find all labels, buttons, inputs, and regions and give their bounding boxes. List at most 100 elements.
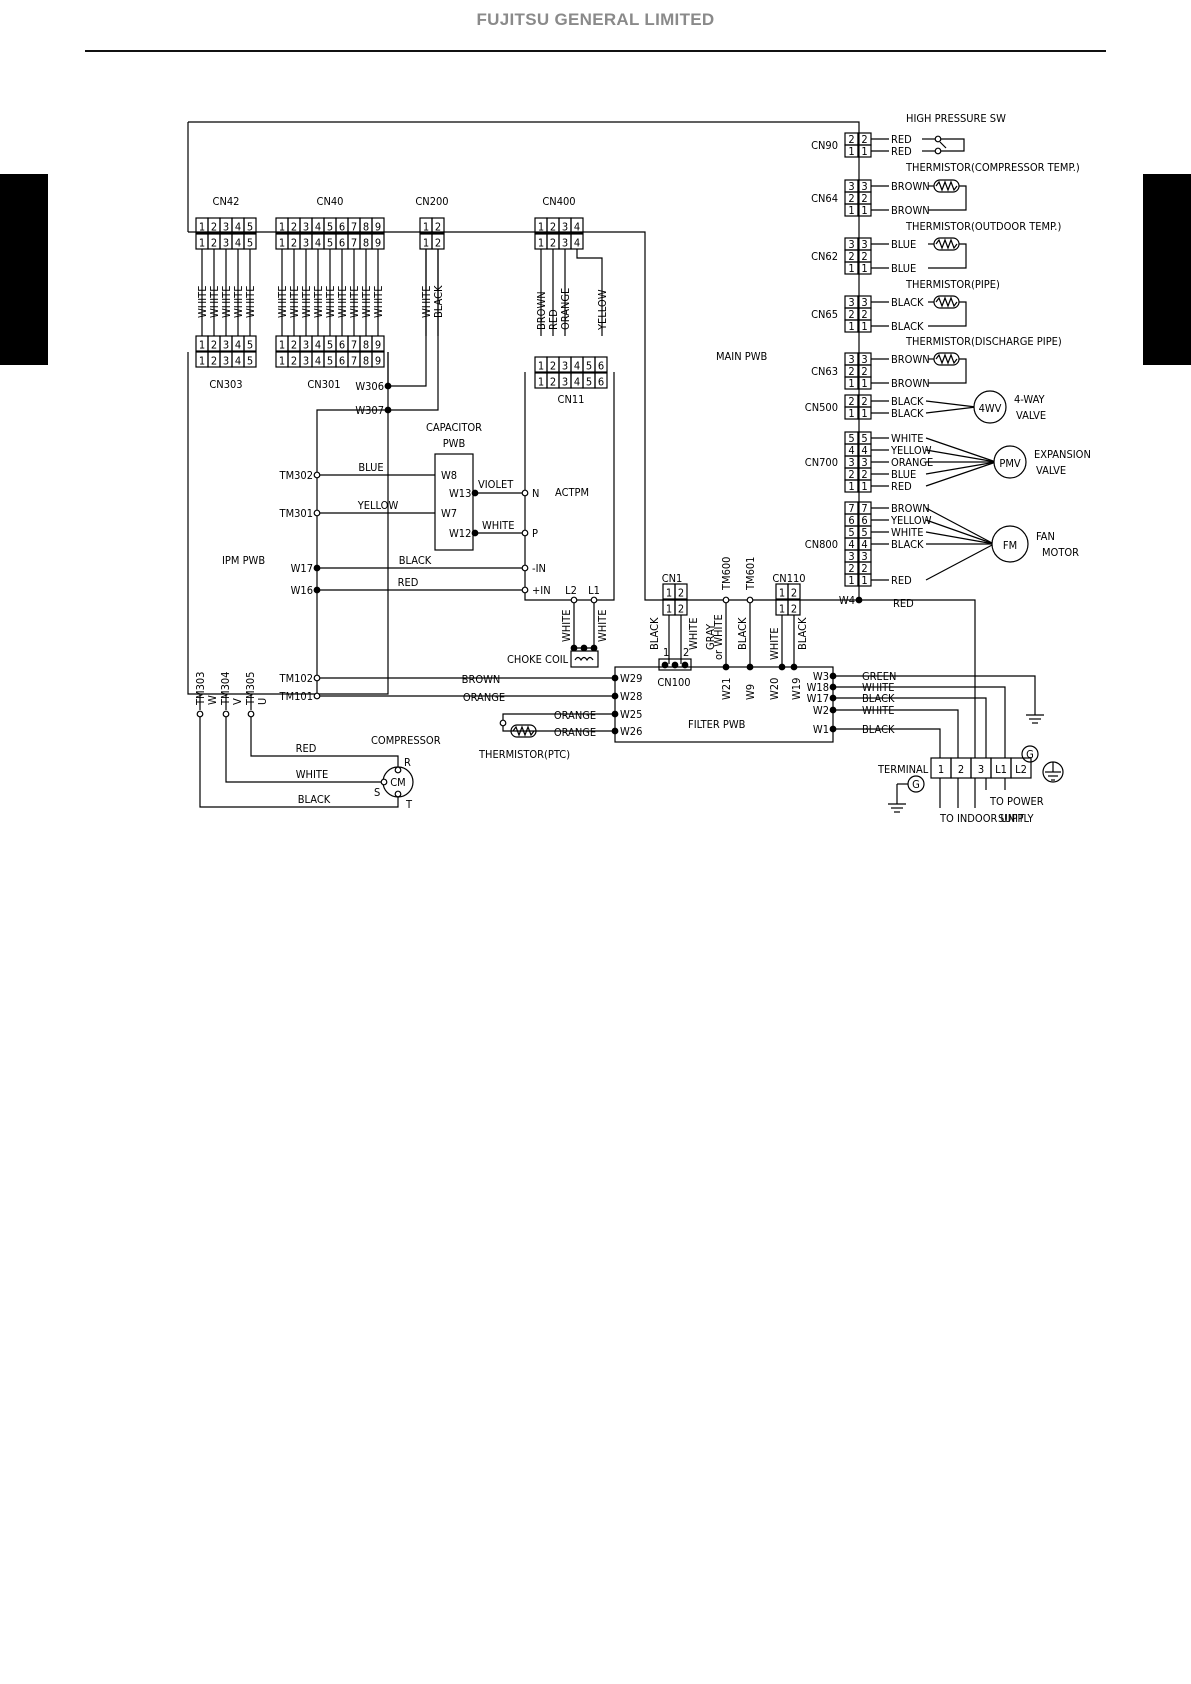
cn40-pin-6: 6 xyxy=(339,237,345,250)
cn301-pin-5: 5 xyxy=(327,355,333,368)
junction-dot xyxy=(829,725,837,733)
motor-symbol xyxy=(993,445,1027,479)
wire xyxy=(925,406,977,414)
terminal-ring xyxy=(394,790,402,798)
header-rule xyxy=(85,50,1106,52)
wire xyxy=(833,686,1006,758)
wire xyxy=(859,599,976,758)
cn40-pin-1: 1 xyxy=(279,221,285,234)
wire-label-cn40: WHITE xyxy=(324,286,337,318)
compressor-s-label: S xyxy=(374,786,380,799)
cn90-pin-1: 1 xyxy=(848,145,854,158)
pin-cell xyxy=(857,144,872,158)
wire-label-violet: VIOLET xyxy=(478,478,514,491)
junction-dot xyxy=(661,661,669,669)
cn42-pin-3: 3 xyxy=(223,237,229,250)
cn700-pin-3: 3 xyxy=(861,456,867,469)
capacitor-pwb-label: CAPACITOR xyxy=(426,421,482,434)
cn301-pin-6: 6 xyxy=(339,339,345,352)
wire-label-right: ORANGE xyxy=(891,456,933,469)
compressor-r-label: R xyxy=(404,756,411,769)
cn303-pin-3: 3 xyxy=(223,339,229,352)
terminal-ring xyxy=(222,710,230,718)
cn11-pin-5: 5 xyxy=(586,376,592,389)
right-section-tab xyxy=(1143,174,1191,365)
wire xyxy=(833,697,987,758)
junction-dot xyxy=(829,683,837,691)
wire xyxy=(833,709,959,758)
cn1-pin-1: 1 xyxy=(666,587,672,600)
terminal-w7: W7 xyxy=(441,507,457,520)
motor-label-fm: FM xyxy=(1003,539,1017,552)
pin-cell xyxy=(431,233,445,250)
cn301-pin-9: 9 xyxy=(375,355,381,368)
wire-label-cn42: WHITE xyxy=(232,286,245,318)
wire-label-right: BLACK xyxy=(891,296,924,309)
thermistor-body xyxy=(933,352,960,366)
cn100-pin: 2 xyxy=(683,646,689,659)
cn40-pin-8: 8 xyxy=(363,237,369,250)
pin-cell xyxy=(857,203,872,217)
terminal-ring xyxy=(380,778,388,786)
wire xyxy=(940,138,965,152)
cn301-pin-2: 2 xyxy=(291,355,297,368)
wire xyxy=(928,301,967,327)
cn62-pin-2: 2 xyxy=(848,250,854,263)
pin-cell xyxy=(857,479,872,493)
wire-label-cn40: WHITE xyxy=(312,286,325,318)
connector-cn42: CN42 xyxy=(213,195,240,208)
connector-cn90: CN90 xyxy=(811,139,838,152)
filter-terminal-w28: W28 xyxy=(620,690,642,703)
ipm-terminal-w: W xyxy=(206,695,219,705)
cn42-pin-1: 1 xyxy=(199,221,205,234)
cn65-pin-2: 2 xyxy=(848,308,854,321)
junction-dot xyxy=(746,663,754,671)
ipm-terminal-v: V xyxy=(231,698,244,705)
thermistor-symbol xyxy=(512,725,535,737)
cn303-pin-1: 1 xyxy=(199,355,205,368)
cn63-pin-1: 1 xyxy=(848,377,854,390)
wire-label-cn200: BLACK xyxy=(432,285,445,318)
terminal-n: N xyxy=(532,487,539,500)
terminal-ring xyxy=(521,529,529,537)
wire xyxy=(388,249,427,387)
cn65-pin-2: 2 xyxy=(861,308,867,321)
filter-terminal-w21: W21 xyxy=(720,678,733,700)
cn800-pin-4: 4 xyxy=(848,538,854,551)
ipm-terminal-label: TM302 xyxy=(279,469,313,482)
component-caption: MOTOR xyxy=(1042,546,1079,559)
cn63-pin-2: 2 xyxy=(861,365,867,378)
compressor-t-label: T xyxy=(405,798,413,811)
terminal-ring xyxy=(313,509,321,517)
terminal-p: P xyxy=(532,527,538,540)
terminal-block-label: TERMINAL xyxy=(877,763,929,776)
cn62-pin-1: 1 xyxy=(848,262,854,275)
wire-label-cn40: WHITE xyxy=(300,286,313,318)
wire-label-cn40: WHITE xyxy=(372,286,385,318)
page-header: FUJITSU GENERAL LIMITED xyxy=(476,10,715,29)
wire-label-cn40: WHITE xyxy=(276,286,289,318)
to-power-supply-label: TO POWER xyxy=(989,795,1044,808)
cn42-pin-3: 3 xyxy=(223,221,229,234)
wire-label-right: BLUE xyxy=(891,238,916,251)
wire xyxy=(939,141,947,149)
junction-dot xyxy=(384,406,392,414)
pin-cell xyxy=(594,372,608,389)
wire-label-right: BLACK xyxy=(891,538,924,551)
motor-label-pmv: PMV xyxy=(999,457,1021,470)
wire xyxy=(925,400,977,408)
cn303-pin-2: 2 xyxy=(211,355,217,368)
thermistor-symbol xyxy=(935,180,958,192)
connector-cn400: CN400 xyxy=(542,195,575,208)
cn800-pin-5: 5 xyxy=(848,526,854,539)
wire xyxy=(524,372,615,601)
terminal-ring xyxy=(313,692,321,700)
wire-label-yellow: YELLOW xyxy=(357,499,399,512)
terminal-pin-2: 2 xyxy=(958,763,964,776)
cn63-pin-1: 1 xyxy=(861,377,867,390)
cn40-pin-6: 6 xyxy=(339,221,345,234)
wire-label-gray-or-white: GRAY xyxy=(704,623,717,650)
connector-cn64: CN64 xyxy=(811,192,838,205)
cn800-pin-7: 7 xyxy=(861,502,867,515)
cn42-pin-2: 2 xyxy=(211,221,217,234)
